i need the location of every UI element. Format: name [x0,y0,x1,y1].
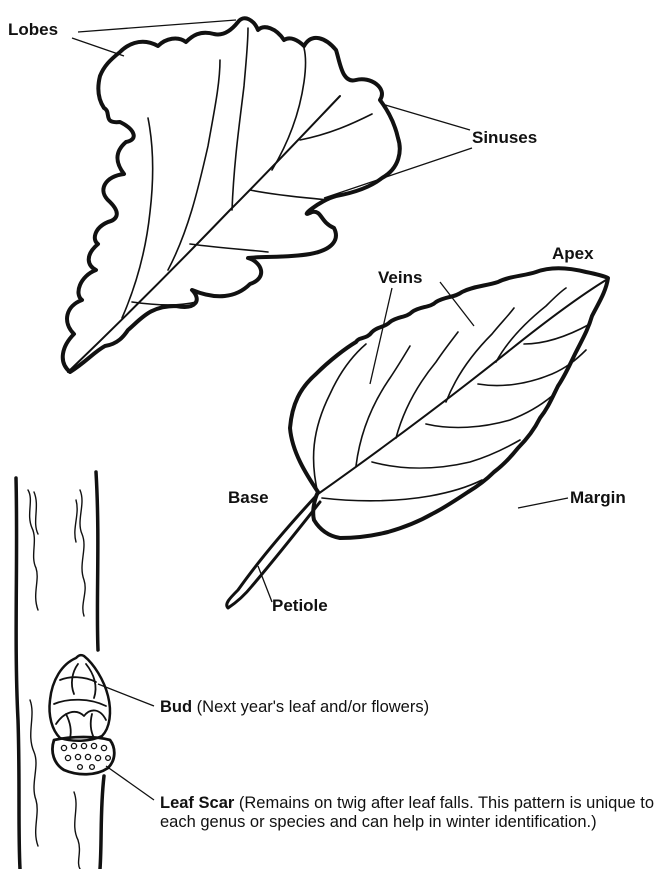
oak-leaf-vein [168,60,220,270]
leader-line-lobes-top [78,20,236,32]
leader-line-leaf-scar [106,766,154,800]
label-veins: Veins [378,268,422,288]
twig-right-edge-lower [100,776,104,869]
label-sinuses: Sinuses [472,128,537,148]
simple-leaf-midrib [318,280,606,494]
label-margin: Margin [570,488,626,508]
twig-right-edge [96,472,98,650]
bud-note: (Next year's leaf and/or flowers) [197,698,429,716]
label-base: Base [228,488,269,508]
bark-texture [34,492,38,534]
simple-leaf-vein [372,440,520,468]
simple-leaf-vein [496,288,566,362]
leaf-scar-description: Leaf Scar (Remains on twig after leaf fa… [160,794,665,832]
bark-texture [30,700,38,846]
bark-texture [74,792,80,869]
label-leaf-scar: Leaf Scar [160,794,234,812]
oak-leaf-vein [190,244,268,252]
leader-line-lobes-left [72,38,124,56]
bud-description: Bud (Next year's leaf and/or flowers) [160,698,660,717]
label-lobes: Lobes [8,20,58,40]
oak-leaf-vein [122,118,153,318]
leaf-scar-note: (Remains on twig after leaf falls. This … [160,794,654,831]
oak-leaf-outline [63,18,400,372]
oak-leaf-vein [250,190,328,200]
label-petiole: Petiole [272,596,328,616]
twig-left-edge [16,478,20,869]
bark-texture [75,500,77,542]
oak-leaf-vein [132,302,196,305]
simple-leaf-outline [290,268,608,538]
label-bud: Bud [160,698,192,716]
label-apex: Apex [552,244,594,264]
bark-texture [80,490,85,616]
petiole [227,496,320,608]
leaf-scar [52,737,114,774]
oak-leaf-midrib [68,96,340,372]
oak-leaf-vein [232,28,248,210]
leader-line-veins-left [370,288,392,384]
bud [49,655,110,741]
simple-leaf-vein [396,332,458,438]
oak-leaf-vein [272,48,306,170]
twig [16,472,114,869]
leader-line-bud [98,684,154,706]
leader-line-margin [518,498,568,508]
simple-leaf [227,268,608,608]
oak-leaf [63,18,400,372]
